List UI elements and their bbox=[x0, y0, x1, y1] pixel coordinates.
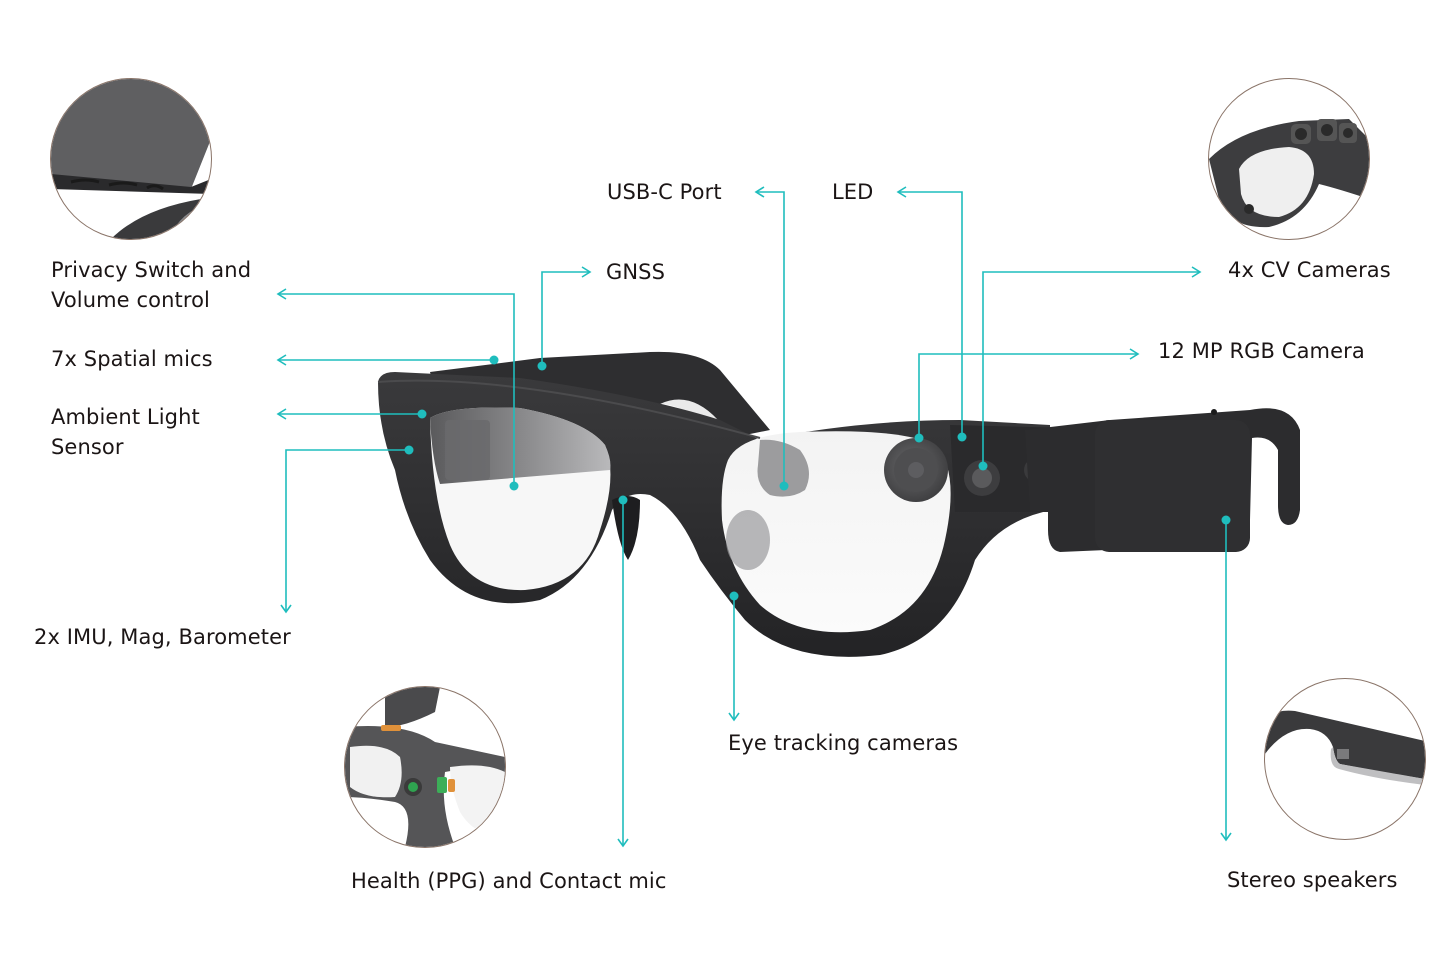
label-usb-c: USB-C Port bbox=[607, 180, 722, 204]
label-stereo-speakers: Stereo speakers bbox=[1227, 868, 1398, 892]
cv-cameras-inset bbox=[1208, 78, 1370, 240]
label-gnss: GNSS bbox=[606, 260, 666, 284]
label-ambient-light: Ambient Light Sensor bbox=[51, 405, 200, 459]
label-cv-cameras: 4x CV Cameras bbox=[1228, 258, 1391, 282]
callout-dots bbox=[404, 355, 1231, 601]
label-spatial-mics: 7x Spatial mics bbox=[51, 347, 213, 371]
health-sensor-inset bbox=[344, 686, 506, 848]
label-privacy-switch: Privacy Switch and Volume control bbox=[51, 258, 252, 312]
speaker-module bbox=[1095, 420, 1250, 552]
leader-lines bbox=[276, 186, 1232, 848]
label-eye-tracking: Eye tracking cameras bbox=[728, 731, 959, 755]
label-led: LED bbox=[832, 180, 874, 204]
label-imu: 2x IMU, Mag, Barometer bbox=[34, 625, 291, 649]
label-rgb-camera: 12 MP RGB Camera bbox=[1158, 339, 1365, 363]
label-health: Health (PPG) and Contact mic bbox=[351, 869, 667, 893]
speaker-inset bbox=[1264, 678, 1426, 840]
privacy-switch-inset bbox=[50, 78, 212, 240]
